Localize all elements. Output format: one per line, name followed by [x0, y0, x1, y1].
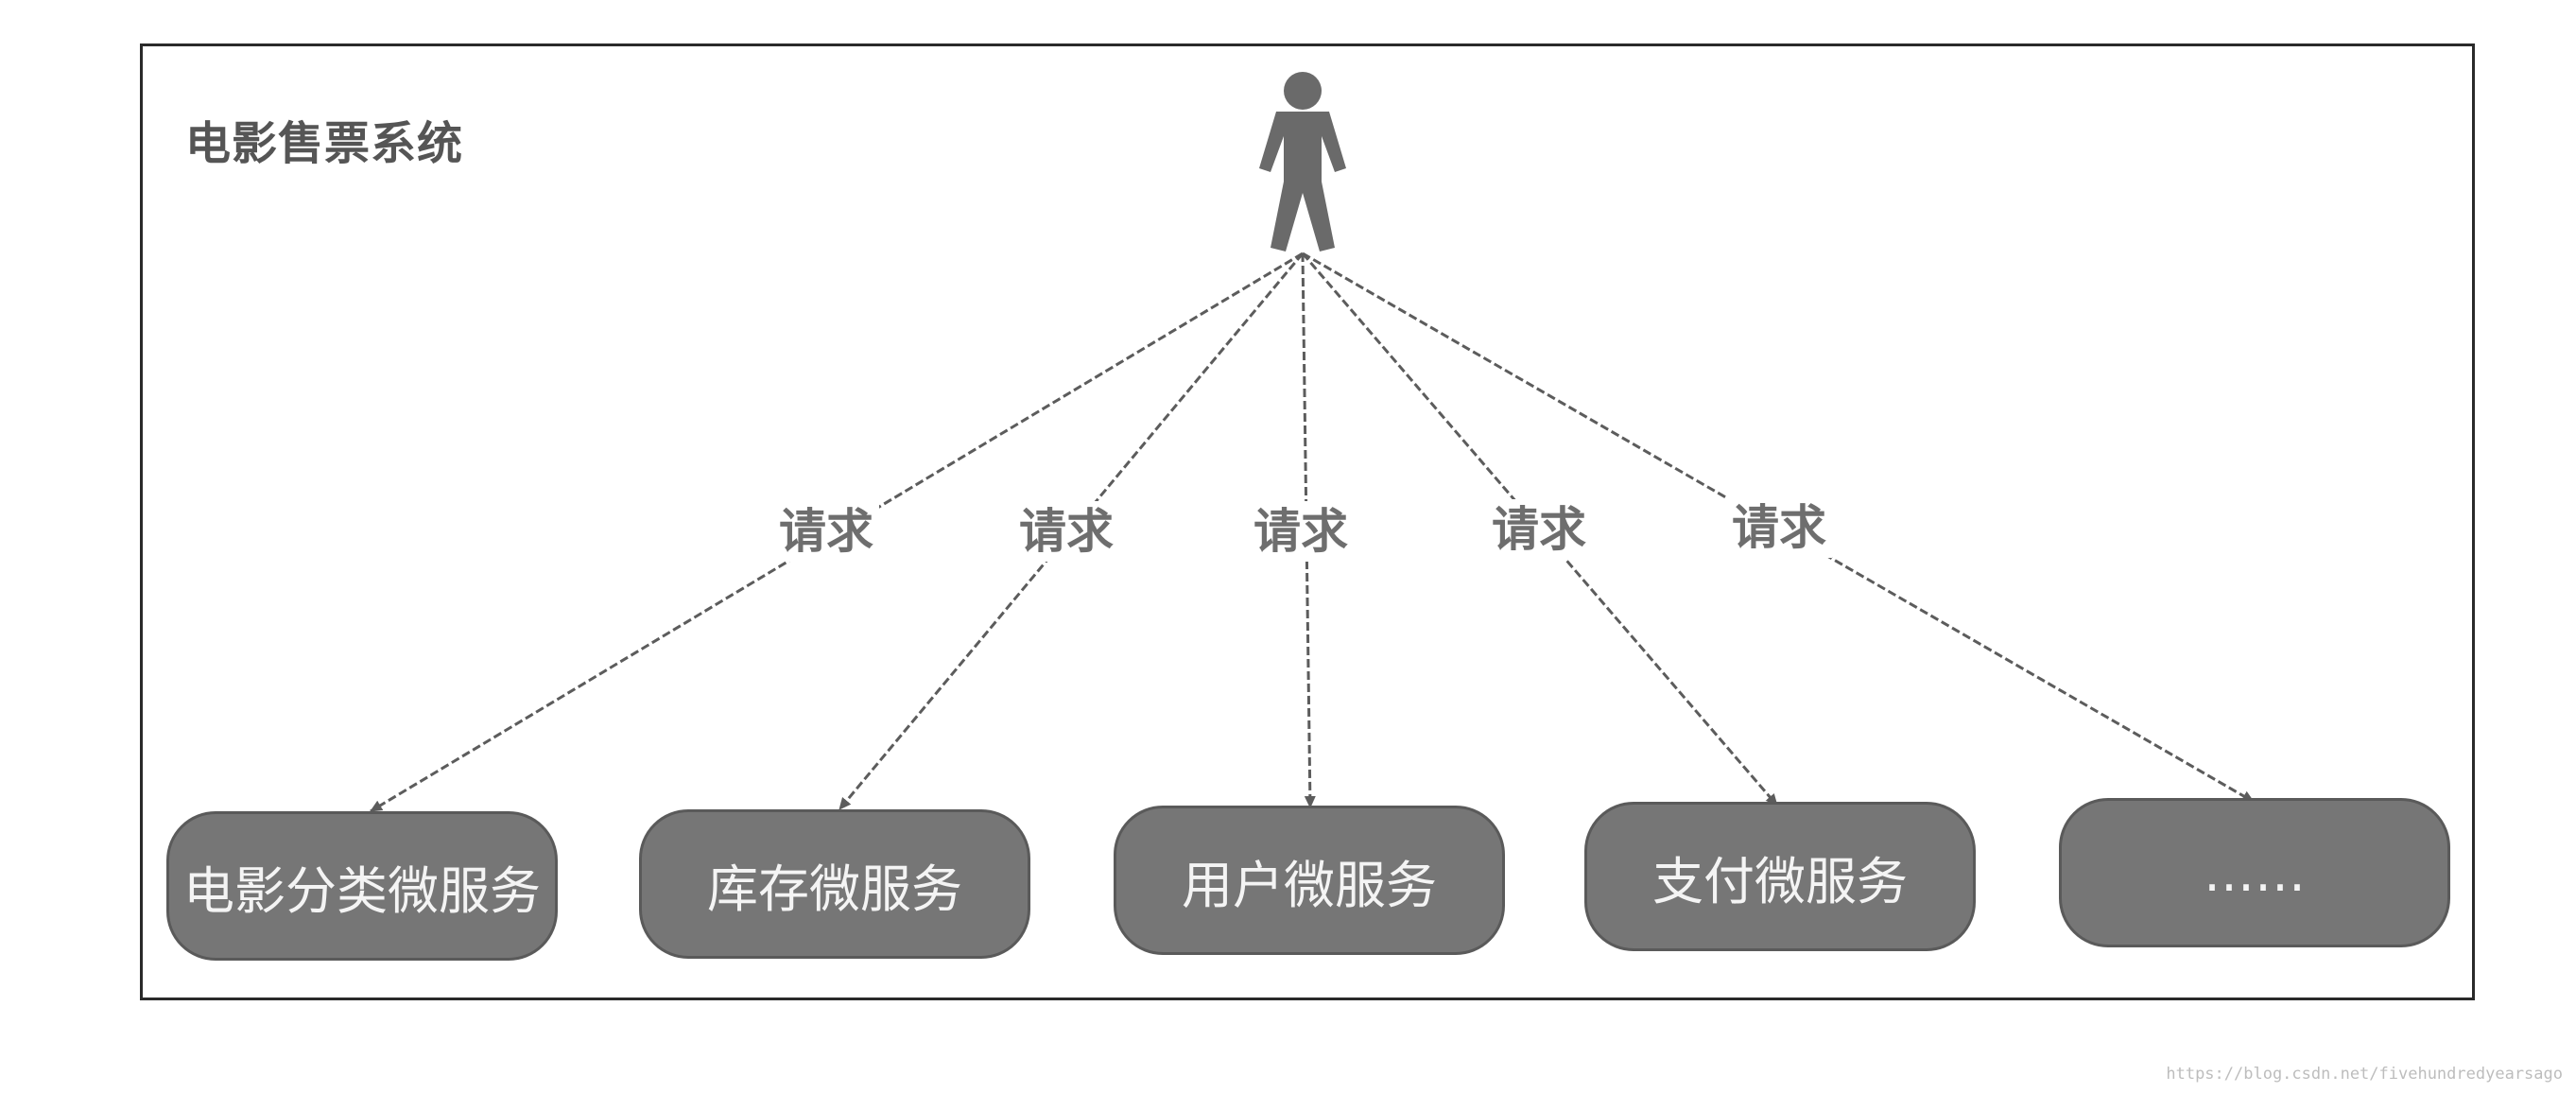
- service-label: 库存微服务: [707, 859, 962, 919]
- service-box-more[interactable]: ……: [2059, 798, 2450, 947]
- system-boundary: [140, 43, 2475, 1000]
- request-label-3: 请求: [1248, 501, 1354, 562]
- service-box-movie-category[interactable]: 电影分类微服务: [166, 811, 558, 961]
- request-label-5: 请求: [1726, 497, 1832, 558]
- service-box-user[interactable]: 用户微服务: [1114, 806, 1505, 955]
- service-label: 支付微服务: [1652, 851, 1908, 911]
- person-icon: [1259, 72, 1346, 252]
- service-box-payment[interactable]: 支付微服务: [1584, 802, 1976, 951]
- service-box-inventory[interactable]: 库存微服务: [639, 809, 1030, 959]
- service-label: 电影分类微服务: [183, 860, 541, 921]
- system-title: 电影售票系统: [185, 117, 464, 170]
- request-label-2: 请求: [1013, 501, 1119, 562]
- watermark-url: https://blog.csdn.net/fivehundredyearsag…: [2166, 1065, 2563, 1084]
- request-label-4: 请求: [1486, 499, 1592, 560]
- request-label-1: 请求: [773, 501, 879, 562]
- service-label: ……: [2204, 842, 2306, 903]
- service-label: 用户微服务: [1182, 855, 1437, 915]
